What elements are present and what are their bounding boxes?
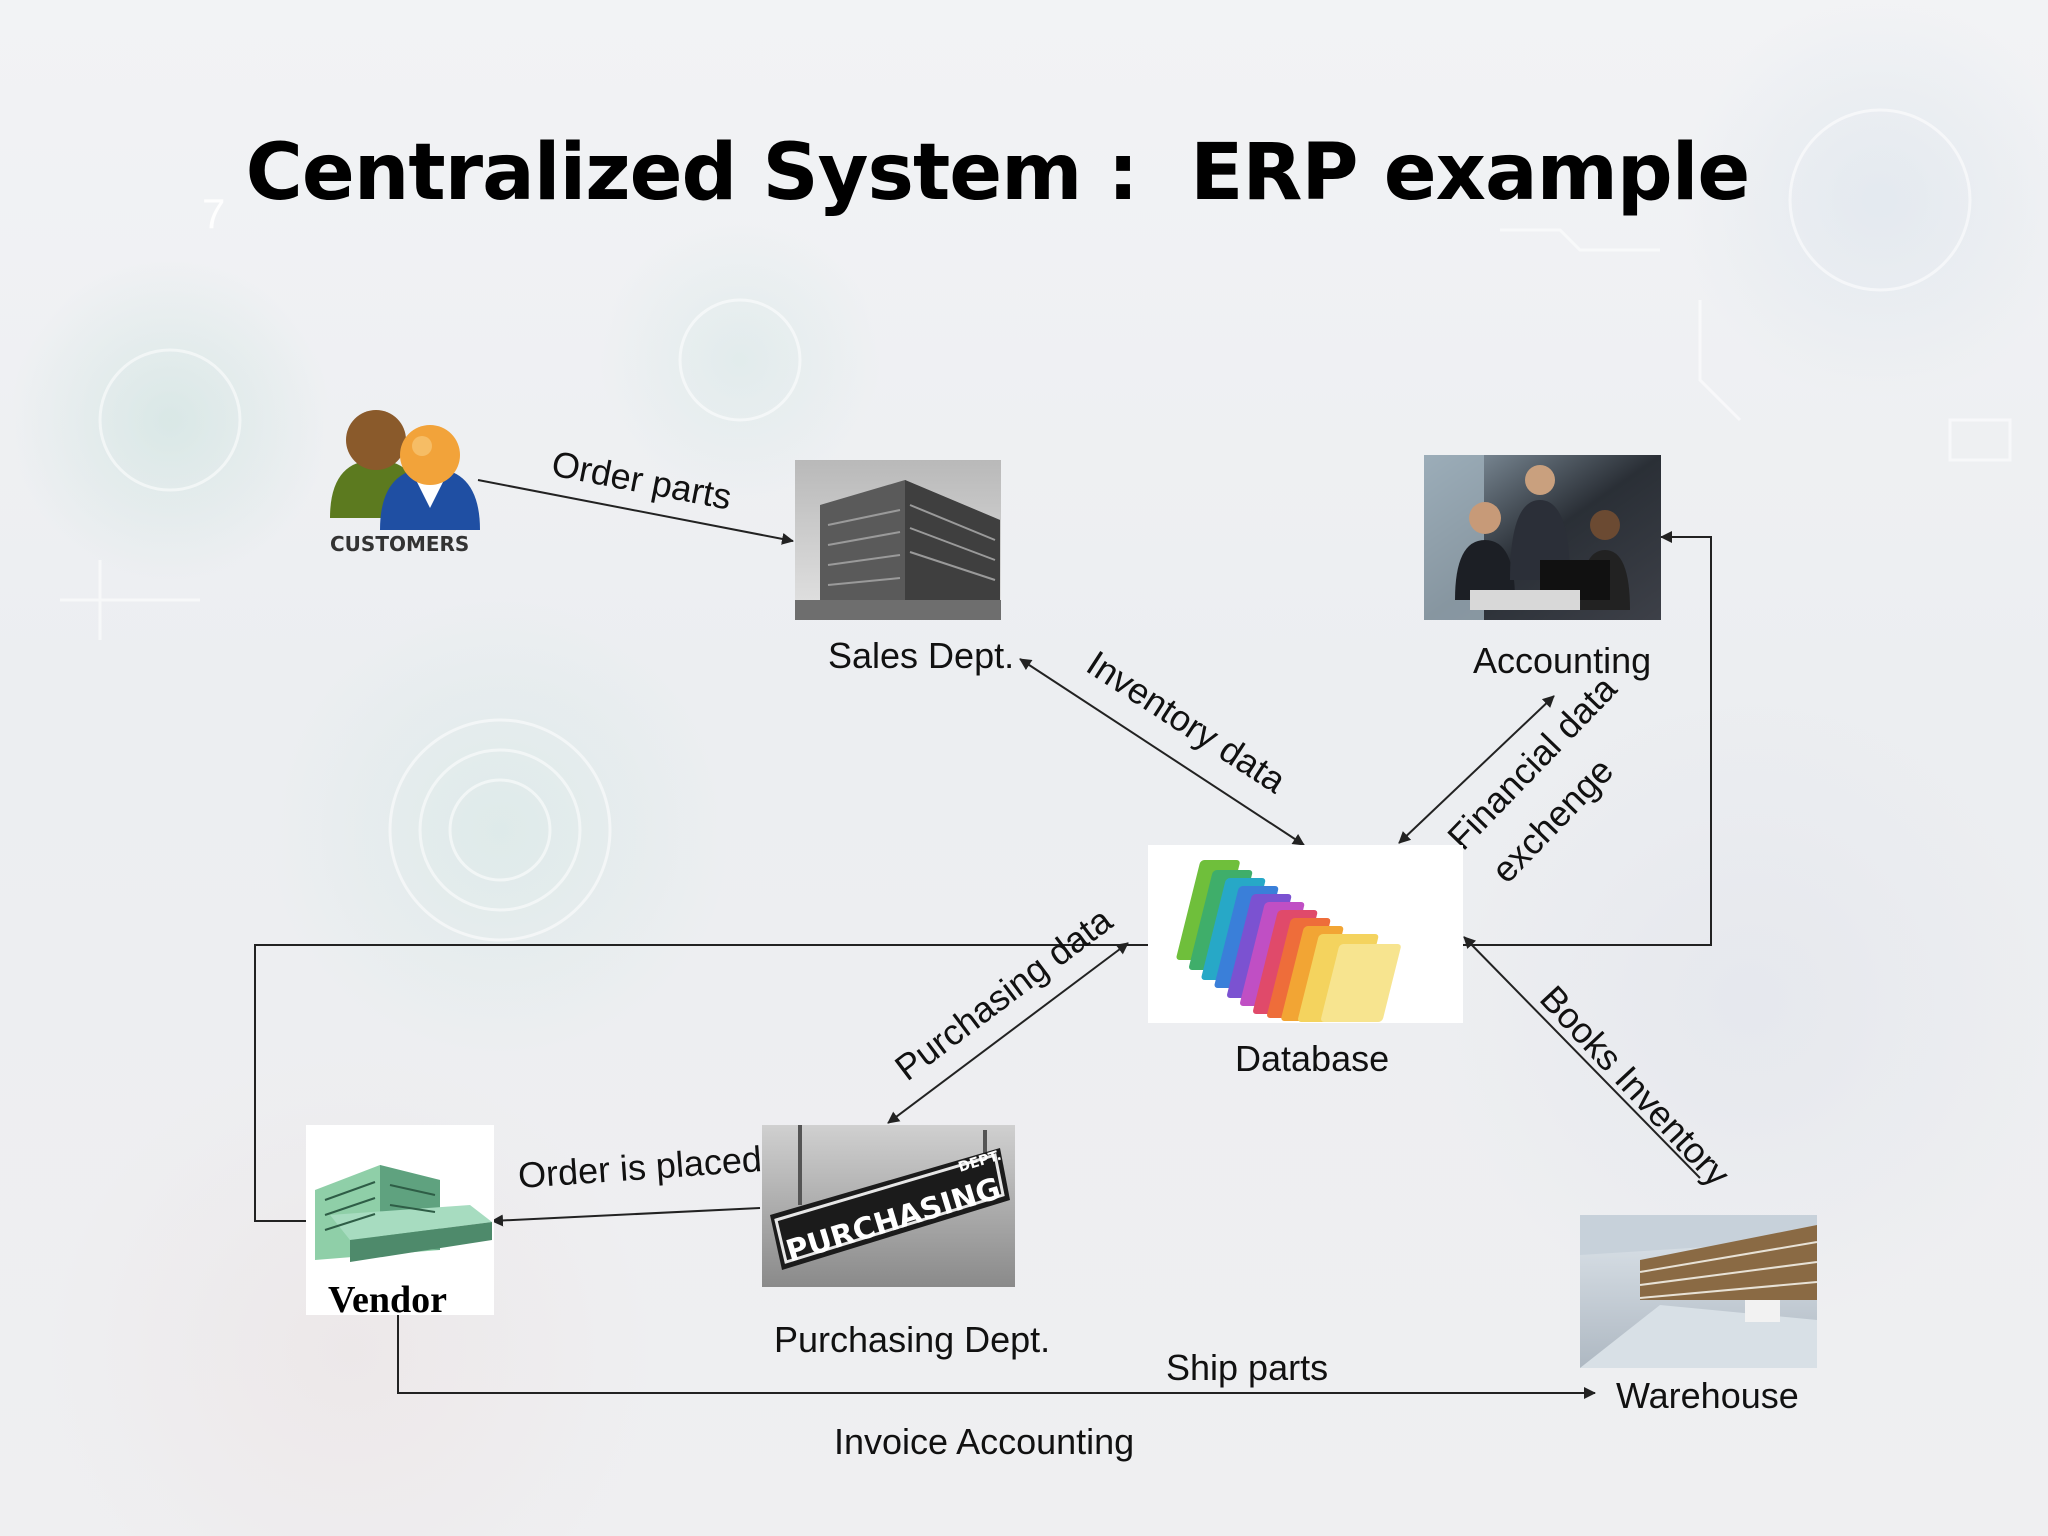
diagram-edges [254, 479, 1712, 1399]
edge-inventory-data [1019, 658, 1305, 846]
vendor-building-icon [315, 1165, 492, 1262]
database-label: Database [1235, 1038, 1389, 1079]
purchasing-dept-label: Purchasing Dept. [774, 1319, 1050, 1360]
vendor-node: Vendor [306, 1125, 494, 1321]
edge-label-inventory-data: Inventory data [1080, 642, 1294, 801]
slide-title: Centralized System : ERP example [245, 128, 1751, 218]
purchasing-node: PURCHASING DEPT. Purchasing Dept. [762, 1125, 1050, 1360]
sales-building-image [795, 460, 1001, 620]
accounting-label: Accounting [1473, 640, 1651, 681]
database-folders-icon [1148, 845, 1463, 1023]
edge-label-books-inventory: Books Inventory [1532, 977, 1738, 1194]
edge-purchasing-data [887, 942, 1129, 1124]
slide-number: 7 [202, 190, 226, 237]
edge-vendor-to-accounting [254, 531, 1712, 1222]
warehouse-label: Warehouse [1616, 1375, 1799, 1416]
customers-node: CUSTOMERS [330, 410, 480, 556]
sales-dept-label: Sales Dept. [828, 635, 1014, 676]
edge-books-inventory [1463, 936, 1701, 1179]
accounting-node: Accounting [1424, 455, 1661, 681]
vendor-label: Vendor [328, 1279, 447, 1321]
edge-label-order-parts: Order parts [548, 443, 735, 518]
warehouse-image [1580, 1215, 1818, 1368]
edge-label-invoice-accounting: Invoice Accounting [834, 1421, 1134, 1462]
edge-label-ship-parts: Ship parts [1166, 1347, 1328, 1388]
edge-label-order-placed: Order is placed [517, 1138, 763, 1196]
warehouse-node: Warehouse [1580, 1215, 1818, 1416]
database-node: Database [1148, 845, 1463, 1079]
edge-order-placed [491, 1207, 761, 1227]
edge-label-purchasing-data: Purchasing data [887, 898, 1120, 1088]
customers-label: CUSTOMERS [330, 532, 469, 556]
edge-financial-data [1398, 695, 1555, 844]
sales-dept-node: Sales Dept. [795, 460, 1014, 676]
purchasing-sign-image: PURCHASING DEPT. [762, 1125, 1015, 1287]
edge-ship-parts [397, 1314, 1596, 1399]
customers-icon [330, 410, 480, 530]
edge-order-parts [477, 479, 794, 545]
accounting-office-image [1424, 455, 1661, 620]
